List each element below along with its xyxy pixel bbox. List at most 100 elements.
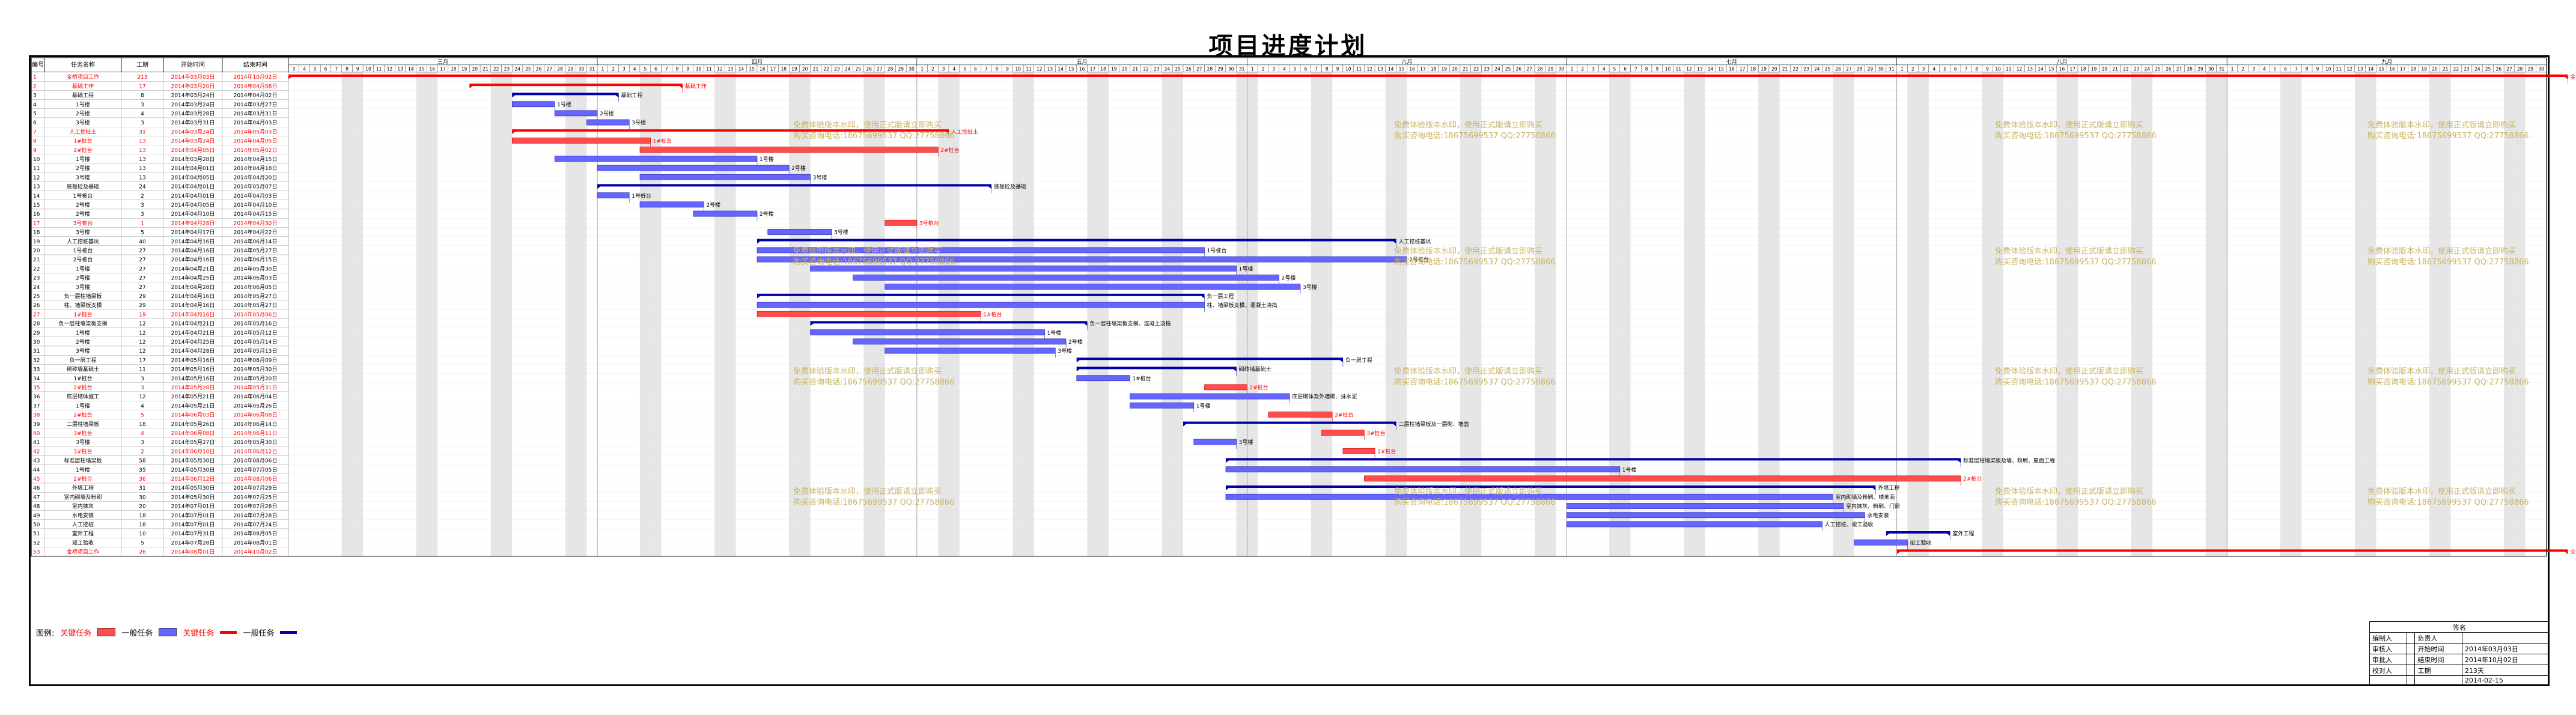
task-bar[interactable] — [1566, 503, 1844, 509]
task-bar[interactable] — [586, 119, 630, 126]
day-label: 27 — [547, 67, 553, 72]
summary-bar[interactable] — [512, 93, 619, 96]
task-bar[interactable] — [885, 219, 918, 226]
task-bar[interactable] — [1854, 539, 1908, 546]
task-bar[interactable] — [1321, 430, 1365, 436]
task-bar[interactable] — [1268, 412, 1333, 418]
bar-label: 3号楼 — [632, 119, 646, 126]
task-end: 2014年05月30日 — [234, 366, 278, 373]
task-end: 2014年08月01日 — [234, 539, 278, 546]
summary-bar[interactable] — [757, 239, 1396, 242]
task-bar[interactable] — [639, 201, 704, 208]
task-bar[interactable] — [810, 329, 1045, 336]
task-bar[interactable] — [1193, 439, 1237, 445]
day-label: 27 — [877, 67, 883, 72]
task-num: 26 — [33, 303, 40, 309]
task-start: 2014年03月31日 — [171, 119, 215, 126]
day-label: 28 — [2517, 67, 2523, 72]
day-label: 9 — [686, 67, 689, 72]
task-bar[interactable] — [767, 229, 832, 235]
task-end: 2014年04月15日 — [234, 210, 278, 218]
task-dur: 3 — [141, 440, 144, 446]
task-bar[interactable] — [1204, 384, 1247, 391]
day-label: 23 — [2464, 67, 2470, 72]
summary-bar[interactable] — [469, 84, 683, 87]
task-end: 2014年08月06日 — [234, 457, 278, 464]
weekend-band — [1918, 72, 1929, 556]
bar-label: 水电安装 — [1868, 512, 1889, 519]
task-bar[interactable] — [639, 174, 811, 180]
task-bar[interactable] — [853, 275, 1279, 281]
task-bar[interactable] — [757, 302, 1205, 308]
summary-bar[interactable] — [1886, 531, 1950, 534]
task-bar[interactable] — [511, 138, 651, 144]
day-label: 21 — [1132, 67, 1138, 72]
task-bar[interactable] — [810, 265, 1237, 272]
summary-bar[interactable] — [757, 293, 1205, 296]
task-bar[interactable] — [885, 284, 1301, 290]
day-label: 31 — [1239, 67, 1245, 72]
summary-bar[interactable] — [288, 75, 2568, 77]
task-bar[interactable] — [1076, 375, 1130, 382]
summary-bar[interactable] — [810, 321, 1088, 324]
task-bar[interactable] — [554, 110, 598, 117]
task-bar[interactable] — [693, 210, 758, 217]
task-bar[interactable] — [757, 311, 981, 317]
day-label: 9 — [1655, 67, 1658, 72]
task-bar[interactable] — [1130, 393, 1290, 400]
summary-bar[interactable] — [512, 129, 949, 132]
month-label: 五月 — [1077, 59, 1088, 65]
weekend-band — [639, 72, 651, 556]
task-name: 标准层柱墙梁板 — [64, 457, 102, 464]
task-bar[interactable] — [757, 256, 1407, 263]
task-bar[interactable] — [1225, 466, 1621, 473]
task-bar[interactable] — [1130, 402, 1195, 409]
summary-bar[interactable] — [1225, 458, 1961, 461]
task-name: 负一层工程 — [69, 356, 96, 364]
task-dur: 13 — [139, 148, 145, 154]
task-end: 2014年06月05日 — [234, 284, 278, 291]
legend-normal-label: 一般任务 — [121, 628, 153, 638]
header-num: 编号 — [32, 61, 44, 68]
summary-bar[interactable] — [1076, 358, 1343, 361]
summary-bar[interactable] — [1896, 549, 2568, 552]
day-label: 30 — [1559, 67, 1565, 72]
weekend-band — [490, 72, 502, 556]
bar-label: 基础工作 — [685, 82, 707, 90]
task-bar[interactable] — [597, 165, 790, 171]
task-bar[interactable] — [1225, 493, 1833, 500]
task-bar[interactable] — [1566, 512, 1865, 519]
day-label: 1 — [2231, 67, 2234, 72]
task-bar[interactable] — [853, 338, 1067, 345]
day-label: 6 — [1954, 67, 1957, 72]
day-label: 2 — [1911, 67, 1914, 72]
task-bar[interactable] — [1342, 448, 1375, 454]
task-bar[interactable] — [639, 147, 939, 153]
weekend-band — [1982, 72, 1993, 556]
task-bar[interactable] — [597, 192, 630, 199]
day-label: 13 — [728, 67, 734, 72]
day-label: 13 — [1697, 67, 1703, 72]
task-bar[interactable] — [1566, 521, 1822, 528]
task-bar[interactable] — [757, 247, 1205, 254]
task-num: 42 — [33, 449, 40, 455]
day-label: 14 — [1058, 67, 1064, 72]
task-bar[interactable] — [554, 156, 758, 162]
task-dur: 8 — [141, 93, 144, 99]
day-label: 8 — [1326, 67, 1329, 72]
task-num: 16 — [33, 211, 40, 218]
summary-bar[interactable] — [1225, 485, 1876, 488]
task-bar[interactable] — [511, 101, 555, 108]
task-bar[interactable] — [885, 347, 1056, 354]
summary-bar[interactable] — [1183, 421, 1396, 424]
day-label: 5 — [2274, 67, 2277, 72]
day-label: 12 — [2346, 67, 2352, 72]
summary-bar-end — [810, 321, 814, 326]
task-bar[interactable] — [1364, 475, 1961, 482]
summary-bar[interactable] — [597, 184, 991, 187]
bar-label: 2#桩台 — [1249, 384, 1268, 391]
summary-bar[interactable] — [1076, 367, 1237, 370]
summary-bar-end — [1225, 485, 1229, 490]
task-name: 室内砌墙及粉刷 — [64, 493, 102, 500]
